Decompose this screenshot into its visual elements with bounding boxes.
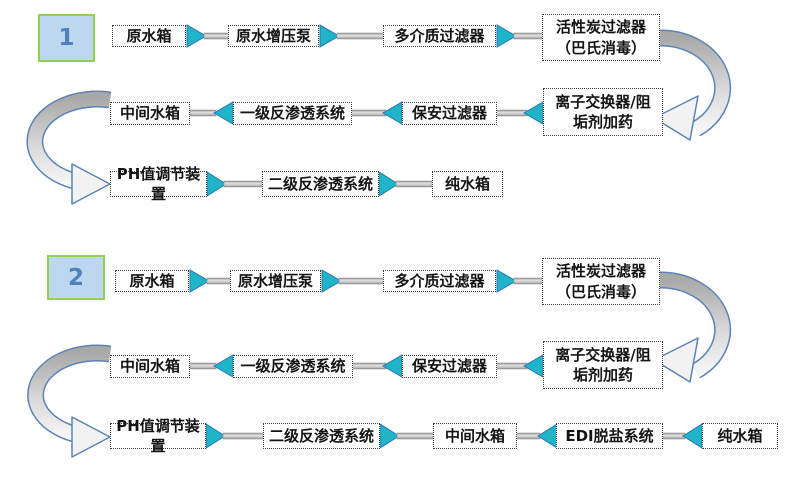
pipe-line: [395, 180, 433, 188]
curved-arrow-icon: [653, 271, 732, 383]
node-security-filter: 保安过滤器: [402, 355, 497, 378]
node-intermediate-tank-2: 中间水箱: [433, 423, 517, 449]
flow1-badge: 1: [38, 14, 95, 62]
node-stage1-ro-system: 一级反渗透系统: [233, 102, 352, 125]
pipe-line: [206, 277, 233, 285]
node-multimedia-filter: 多介质过滤器: [383, 25, 496, 47]
flow-arrow-icon: [189, 269, 210, 293]
node-ph-adjustment-device: PH值调节装置: [110, 165, 207, 203]
flow2-row2-connectors: [189, 354, 544, 378]
flow-arrow-icon: [378, 171, 399, 197]
node-ion-exchanger-antiscalant: 离子交换器/阻 垢剂加药: [543, 341, 663, 389]
node-raw-water-tank: 原水箱: [112, 25, 186, 47]
flow-arrow-icon: [213, 101, 234, 125]
flow-arrow-icon: [537, 423, 558, 449]
node-activated-carbon-filter: 活性炭过滤器 （巴氏消毒）: [542, 258, 660, 305]
node-raw-water-booster-pump: 原水增压泵: [228, 25, 319, 47]
flow-arrow-icon: [205, 423, 226, 449]
node-intermediate-tank: 中间水箱: [110, 102, 190, 125]
node-pure-water-tank: 纯水箱: [432, 171, 503, 197]
pipe-line: [350, 109, 387, 117]
flow-arrow-icon: [682, 423, 703, 449]
pipe-line: [189, 109, 217, 117]
flow-arrow-icon: [382, 354, 403, 378]
node-pure-water-tank: 纯水箱: [702, 423, 778, 449]
flow-arrow-icon: [213, 354, 234, 378]
pipe-line: [495, 109, 528, 117]
pipe-line: [350, 362, 387, 370]
flow-arrow-icon: [382, 101, 403, 125]
flow-arrow-icon: [523, 354, 544, 378]
pipe-line: [513, 32, 545, 40]
curved-arrow-icon: [27, 344, 112, 458]
node-ph-adjustment-device: PH值调节装置: [110, 417, 206, 455]
pipe-line: [396, 432, 434, 440]
pipe-line: [515, 432, 541, 440]
node-security-filter: 保安过滤器: [402, 102, 497, 125]
node-edi-desalination-system: EDI脱盐系统: [556, 423, 663, 449]
pipe-line: [203, 32, 231, 40]
node-stage2-ro-system: 二级反渗透系统: [262, 171, 379, 197]
pipe-line: [336, 32, 386, 40]
flow1-row2-connectors: [189, 101, 544, 125]
flow-arrow-icon: [206, 171, 227, 197]
flow-arrow-icon: [496, 269, 517, 293]
node-raw-water-booster-pump: 原水增压泵: [230, 270, 321, 292]
flow-arrow-icon: [523, 101, 544, 125]
flow-arrow-icon: [496, 24, 517, 48]
pipe-line: [338, 277, 386, 285]
node-ion-exchanger-antiscalant: 离子交换器/阻 垢剂加药: [543, 88, 663, 136]
pipe-line: [223, 180, 263, 188]
node-stage1-ro-system: 一级反渗透系统: [233, 355, 353, 378]
node-multimedia-filter: 多介质过滤器: [383, 270, 496, 292]
flow-arrow-icon: [379, 423, 400, 449]
curved-arrow-icon: [653, 29, 732, 141]
pipe-line: [661, 432, 686, 440]
flow1-row1-connectors: [186, 24, 545, 48]
pipe-line: [222, 432, 264, 440]
flow2-row3-connectors: [205, 423, 703, 449]
flow2-badge: 2: [47, 255, 105, 300]
flow-arrow-icon: [319, 24, 340, 48]
pipe-line: [513, 277, 545, 285]
pipe-line: [495, 362, 528, 370]
node-raw-water-tank: 原水箱: [115, 270, 189, 292]
flow-arrow-icon: [186, 24, 207, 48]
pipe-line: [189, 362, 217, 370]
node-intermediate-tank: 中间水箱: [110, 355, 190, 378]
flow-arrow-icon: [321, 269, 342, 293]
curved-arrow-icon: [26, 90, 112, 205]
node-activated-carbon-filter: 活性炭过滤器 （巴氏消毒）: [542, 14, 660, 61]
node-stage2-ro-system: 二级反渗透系统: [263, 423, 380, 449]
